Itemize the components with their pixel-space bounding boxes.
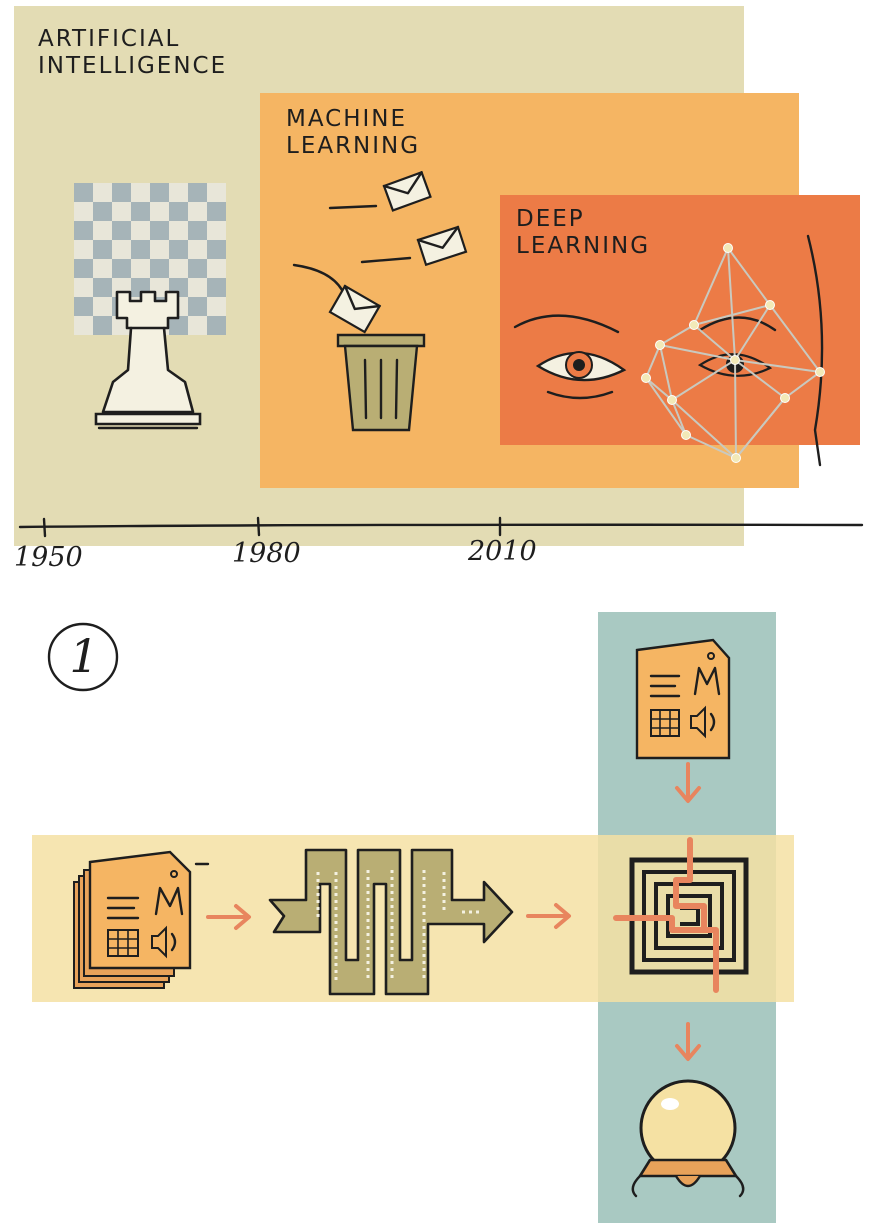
year-label-1950: 1950: [14, 542, 83, 573]
chess-square: [74, 183, 93, 202]
document-icon-left: [106, 862, 210, 959]
chess-square: [112, 221, 131, 240]
ai-label-line1: ARTIFICIAL: [38, 26, 181, 52]
year-label-1980: 1980: [232, 538, 301, 569]
chess-square: [169, 202, 188, 221]
ai-label: ARTIFICIAL INTELLIGENCE: [38, 26, 227, 80]
chess-square: [93, 316, 112, 335]
chess-square: [93, 278, 112, 297]
crystal-ball-icon: [631, 1079, 745, 1198]
chess-square: [150, 183, 169, 202]
chess-square: [112, 183, 131, 202]
timeline-axis: [18, 516, 864, 538]
document-stack-icon: [73, 850, 192, 989]
chess-square: [169, 316, 188, 335]
chess-square: [74, 221, 93, 240]
ai-label-line2: INTELLIGENCE: [38, 53, 228, 79]
chess-square: [131, 202, 150, 221]
step-number-badge: [47, 622, 119, 692]
arrow-icon: [206, 762, 701, 1061]
maze-icon: [613, 837, 749, 993]
document-icon-top: [635, 638, 731, 760]
chess-square: [93, 202, 112, 221]
chess-square: [150, 221, 169, 240]
chess-square: [169, 240, 188, 259]
chess-square: [131, 240, 150, 259]
chess-square: [207, 202, 226, 221]
chess-square: [207, 278, 226, 297]
dl-label-line1: DEEP: [516, 206, 585, 232]
chess-square: [207, 316, 226, 335]
dl-label-line2: LEARNING: [516, 233, 651, 259]
trash-can-icon: [336, 333, 426, 432]
chess-square: [93, 240, 112, 259]
face-mesh-icon: [641, 234, 825, 467]
chess-square: [188, 221, 207, 240]
chess-square: [188, 297, 207, 316]
ml-label-line2: LEARNING: [286, 133, 421, 159]
ml-label: MACHINE LEARNING: [286, 106, 420, 160]
step-number: 1: [69, 629, 99, 683]
rook-icon: [94, 290, 202, 430]
ml-label-line1: MACHINE: [286, 106, 408, 132]
chess-square: [74, 259, 93, 278]
chess-square: [188, 183, 207, 202]
chess-square: [207, 240, 226, 259]
eye-icon: [513, 314, 627, 400]
envelope-icon: [292, 170, 468, 334]
chess-square: [74, 297, 93, 316]
year-label-2010: 2010: [468, 536, 537, 567]
data-pipeline-icon: [268, 848, 514, 996]
dl-label: DEEP LEARNING: [516, 206, 650, 260]
chess-square: [188, 259, 207, 278]
chess-square: [150, 259, 169, 278]
dl-panel: [500, 195, 860, 445]
chess-square: [112, 259, 131, 278]
